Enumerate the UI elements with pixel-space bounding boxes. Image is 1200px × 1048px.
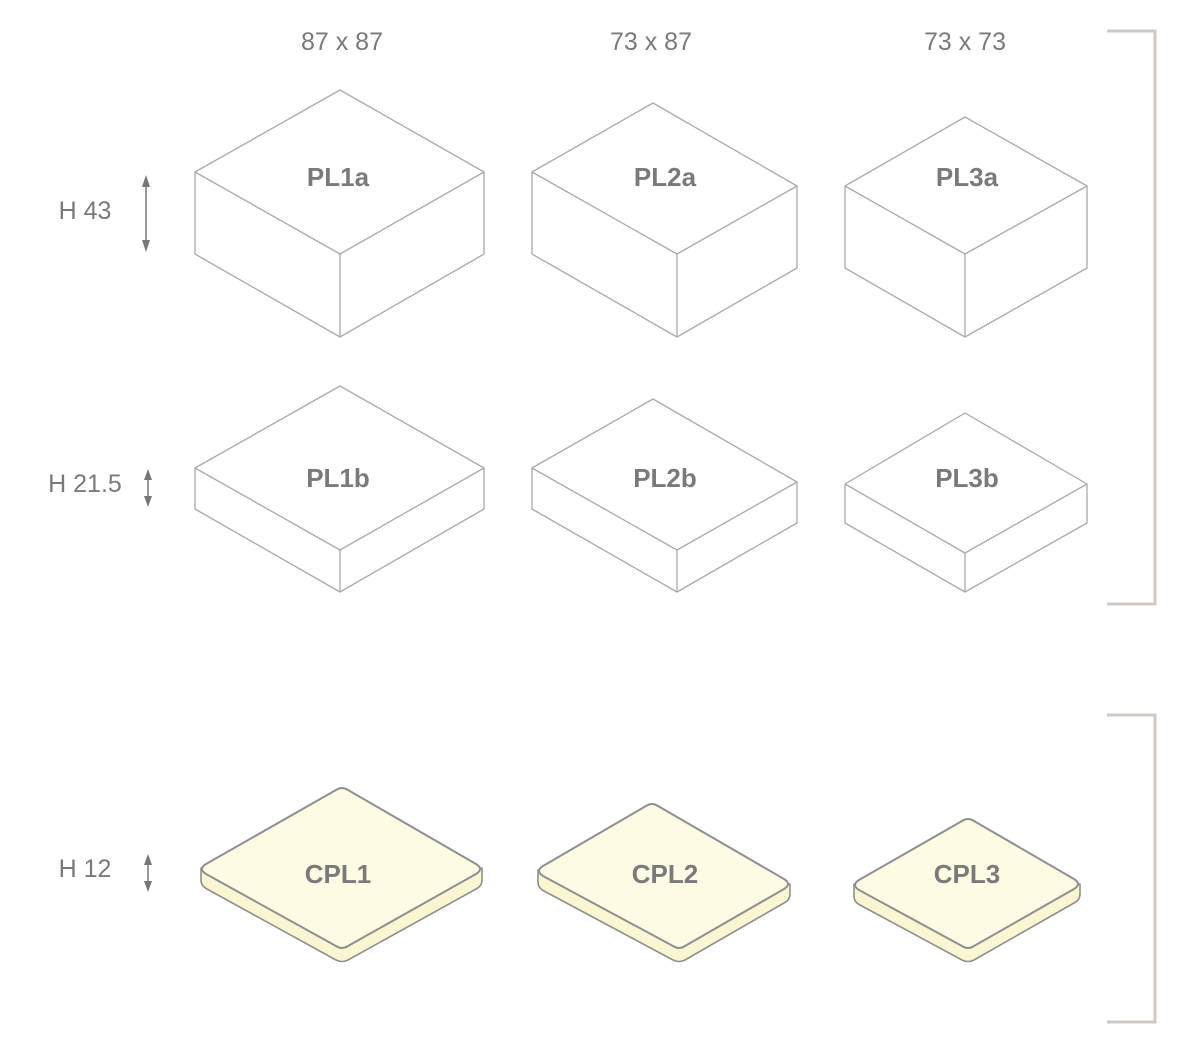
height-arrow-row-a-icon xyxy=(142,175,150,252)
pad-label-cpl1: CPL1 xyxy=(305,859,371,889)
pad-label-cpl2: CPL2 xyxy=(632,859,698,889)
height-label-row-b: H 21.5 xyxy=(48,470,122,498)
pad-cpl2: CPL2 xyxy=(537,803,791,963)
box-pl2a: PL2a xyxy=(531,102,798,338)
box-pl3a: PL3a xyxy=(844,116,1088,338)
height-arrow-row-b-icon xyxy=(144,469,152,507)
bracket-group-cpl xyxy=(1107,713,1157,1024)
pad-label-cpl3: CPL3 xyxy=(934,859,1000,889)
box-label-pl2a: PL2a xyxy=(634,162,697,192)
box-pl2b: PL2b xyxy=(531,398,798,593)
bracket-group-pl xyxy=(1107,29,1157,606)
box-label-pl1b: PL1b xyxy=(306,463,370,493)
box-label-pl2b: PL2b xyxy=(633,463,697,493)
height-label-row-a: H 43 xyxy=(59,197,112,225)
pad-cpl1: CPL1 xyxy=(200,787,483,963)
column-size-1: 87 x 87 xyxy=(301,28,383,56)
box-pl3b: PL3b xyxy=(844,412,1088,593)
box-pl1b: PL1b xyxy=(194,385,485,593)
column-size-2: 73 x 87 xyxy=(610,28,692,56)
height-label-row-c: H 12 xyxy=(59,855,112,883)
pad-cpl3: CPL3 xyxy=(853,818,1081,963)
box-pl1a: PL1a xyxy=(194,89,485,338)
box-label-pl3a: PL3a xyxy=(936,162,999,192)
box-label-pl3b: PL3b xyxy=(935,463,999,493)
column-size-3: 73 x 73 xyxy=(924,28,1006,56)
box-label-pl1a: PL1a xyxy=(307,162,370,192)
height-arrow-row-c-icon xyxy=(144,854,152,892)
